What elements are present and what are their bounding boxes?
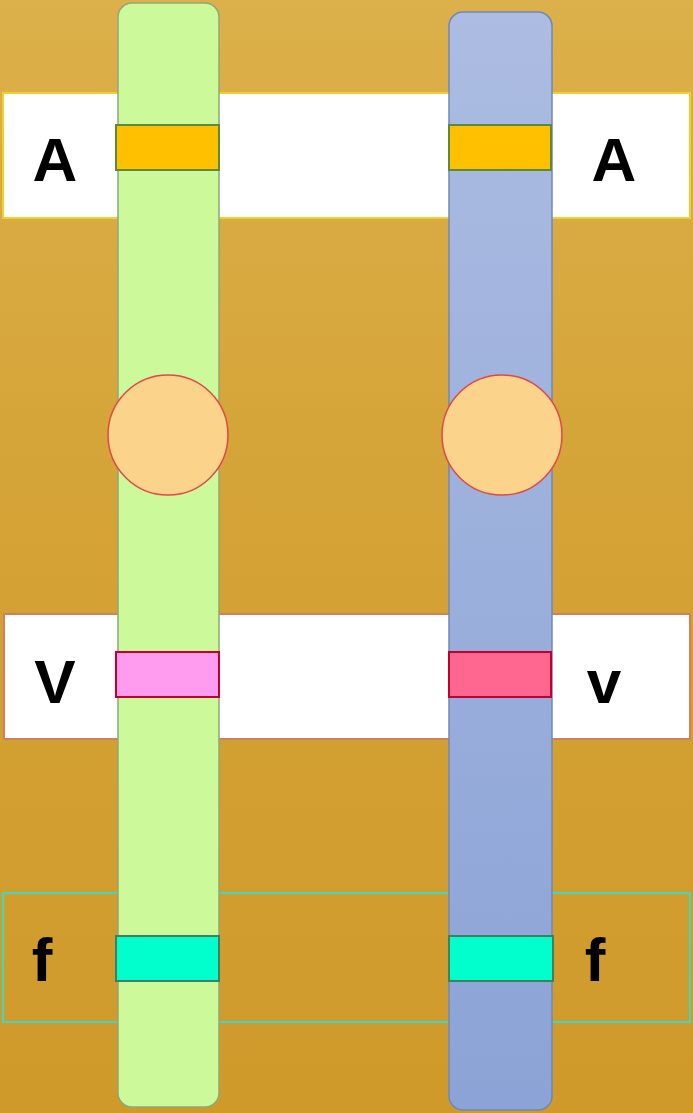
allele-label: f [32, 929, 53, 991]
centromere [108, 375, 228, 495]
gene-locus [116, 936, 219, 981]
gene-locus [449, 652, 551, 697]
gene-locus [116, 652, 219, 697]
band-fill [3, 93, 690, 218]
allele-band: ff [3, 893, 690, 1022]
chromosome [449, 12, 552, 1110]
gene-locus [449, 125, 551, 170]
gene-locus [449, 936, 553, 981]
centromere [442, 375, 562, 495]
gene-locus [116, 125, 219, 170]
allele-band: Vv [4, 614, 690, 739]
allele-label: A [33, 129, 78, 191]
allele-band: AA [3, 93, 690, 218]
band-outline [3, 893, 690, 1022]
band-fill [4, 614, 690, 739]
allele-label: A [592, 129, 637, 191]
allele-label: f [585, 929, 606, 991]
allele-label: V [34, 651, 75, 713]
allele-label: v [587, 651, 621, 713]
